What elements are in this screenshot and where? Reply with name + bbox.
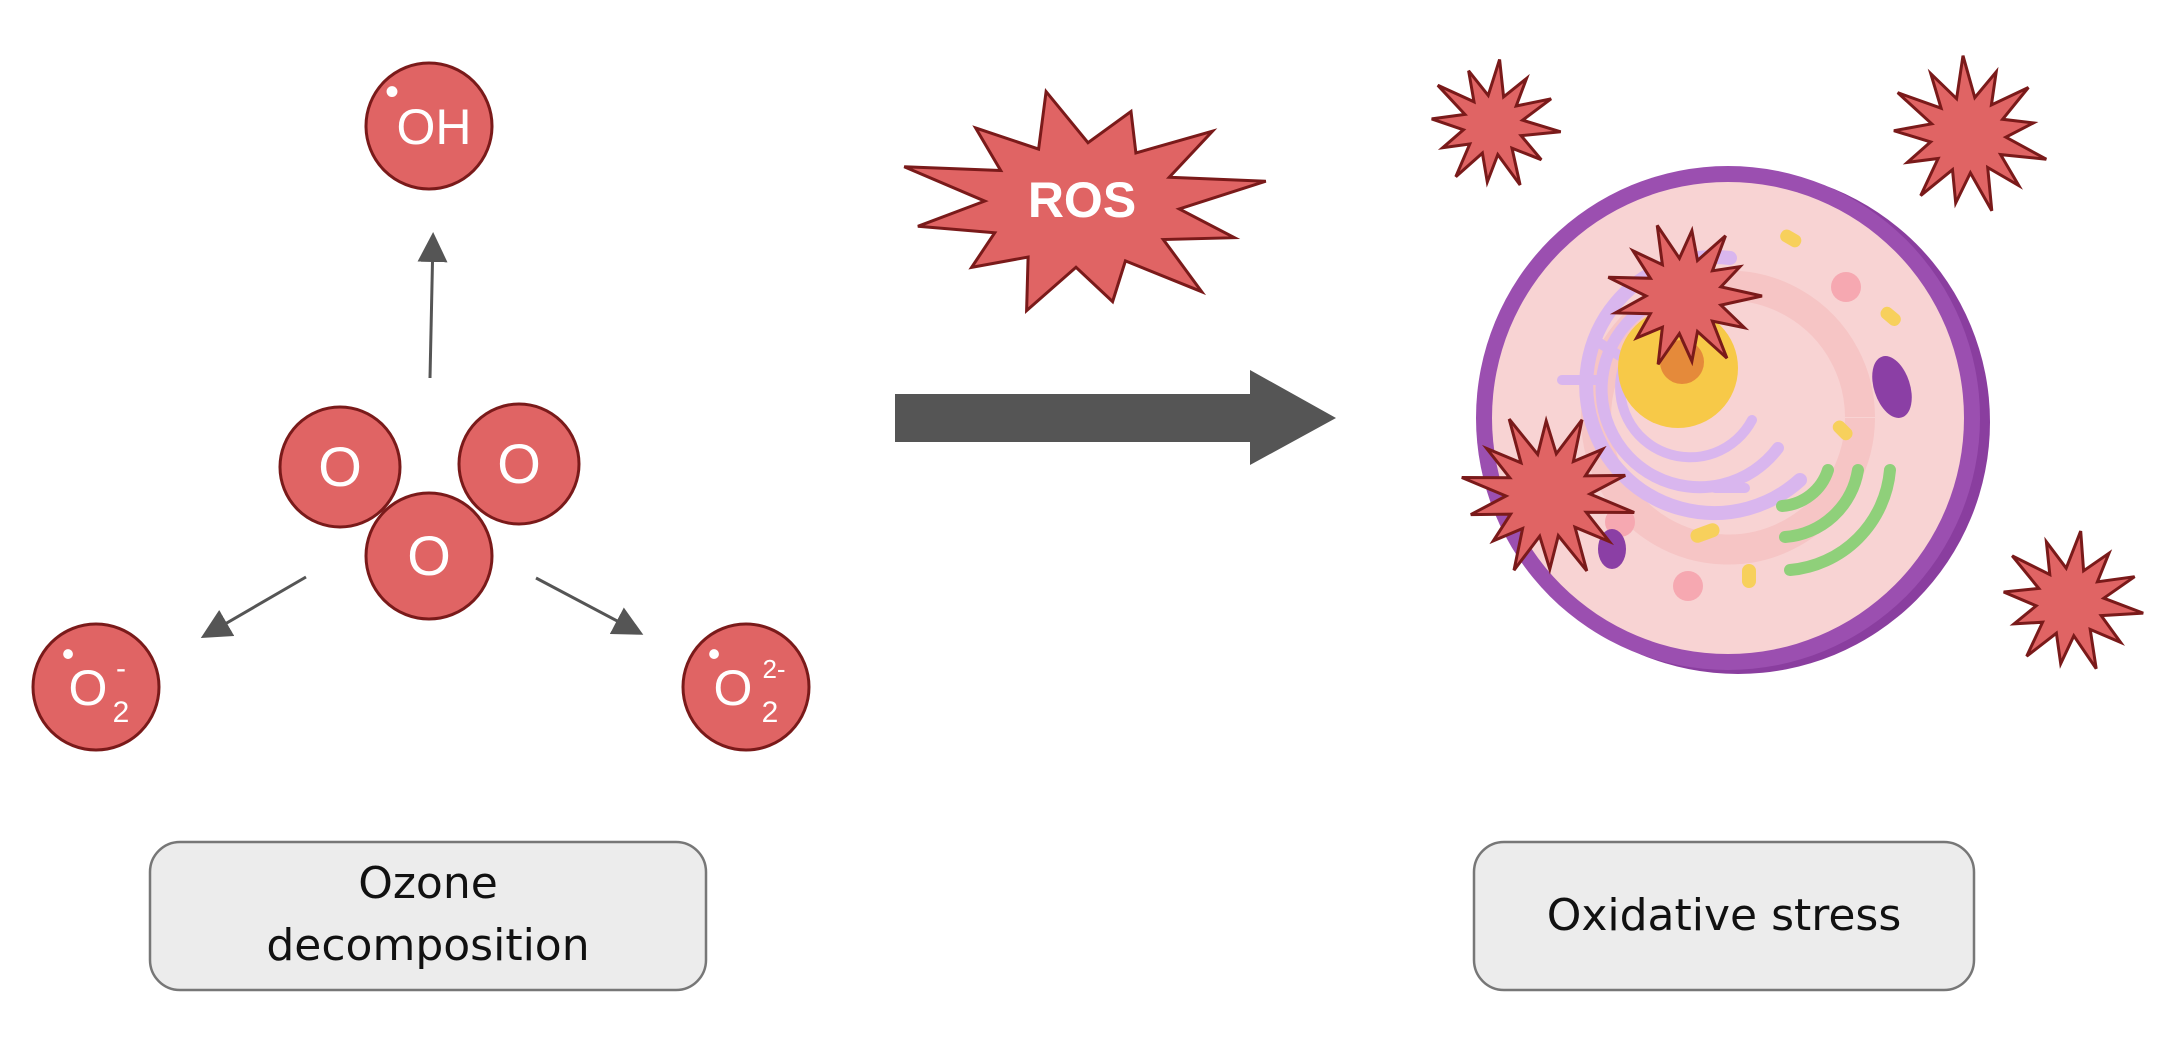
golgi-apparatus — [1776, 464, 1896, 576]
superoxide-base: O — [69, 660, 108, 716]
ros-burst-top-right — [1893, 55, 2048, 212]
hydroxyl-label: OH — [397, 99, 472, 155]
oxidative-stress-label-box: Oxidative stress — [1472, 840, 1976, 992]
arrow-to-peroxide — [535, 576, 644, 635]
ros-label: ROS — [1028, 172, 1136, 228]
oxygen-atom-bottom: O — [364, 491, 494, 621]
oxygen-atom-right: O — [457, 402, 581, 526]
ozone-decomposition-label-box: Ozone decomposition — [148, 840, 708, 992]
cell-illustration — [1476, 166, 1990, 674]
peroxide-radical: • O 2 2- — [681, 622, 811, 752]
atom-label: O — [497, 432, 541, 495]
mitochondrion — [1872, 356, 1912, 418]
radical-dot: • — [62, 633, 75, 674]
atom-label: O — [407, 524, 451, 587]
ros-burst-on-membrane — [1461, 415, 1635, 575]
ozone-molecule: O O O — [278, 402, 581, 621]
radical-dot: • — [385, 70, 399, 114]
hydroxyl-radical: • OH — [364, 61, 494, 191]
arrow-to-superoxide — [200, 575, 307, 639]
oxygen-atom-left: O — [278, 405, 402, 529]
ros-burst-bottom-right — [2003, 530, 2144, 670]
arrow-to-hydroxyl — [417, 232, 448, 379]
main-arrow — [895, 370, 1336, 465]
oxidative-stress-label: Oxidative stress — [1547, 890, 1902, 941]
peroxide-superscript: 2- — [762, 654, 785, 684]
peroxide-subscript: 2 — [762, 696, 779, 729]
ros-burst-top-left — [1431, 59, 1562, 188]
superoxide-subscript: 2 — [113, 696, 130, 729]
atom-label: O — [318, 435, 362, 498]
superoxide-superscript: - — [116, 652, 126, 685]
peroxide-base: O — [714, 660, 753, 716]
label-line-2: decomposition — [266, 920, 589, 971]
superoxide-radical: • O 2 - — [31, 622, 161, 752]
label-line-1: Ozone — [358, 858, 498, 909]
ros-burst-on-nucleus — [1607, 224, 1763, 367]
radical-dot: • — [708, 633, 721, 674]
ros-burst: ROS — [903, 87, 1267, 314]
